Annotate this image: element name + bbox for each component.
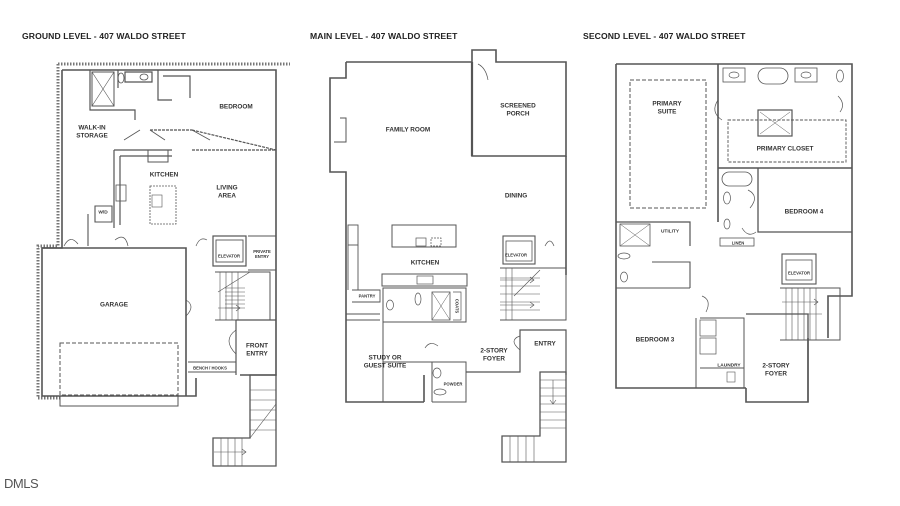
room-label-primary-suite: PRIMARY SUITE — [652, 100, 682, 116]
room-label-walk-in-storage: WALK-IN STORAGE — [76, 124, 108, 140]
room-label-front-entry: FRONT ENTRY — [245, 342, 269, 358]
room-label-living-area: LIVING AREA — [216, 184, 238, 200]
main-level-plan — [329, 49, 567, 463]
room-label-laundry: LAUNDRY — [717, 363, 741, 369]
room-label-elevator-main: ELEVATOR — [504, 252, 528, 258]
room-label-bedroom: BEDROOM — [219, 103, 253, 111]
second-level-title: SECOND LEVEL - 407 WALDO STREET — [583, 31, 746, 41]
ground-level-plan — [36, 62, 290, 467]
room-label-primary-closet: PRIMARY CLOSET — [756, 145, 814, 153]
room-label-entry: ENTRY — [534, 340, 556, 348]
room-label-2-story-foyer: 2-STORY FOYER — [480, 347, 508, 363]
second-level-plan — [615, 63, 853, 403]
room-label-kitchen-main: KITCHEN — [410, 259, 440, 267]
room-label-coats: COATS — [454, 298, 460, 314]
room-label-family-room: FAMILY ROOM — [385, 126, 431, 134]
room-label-kitchen: KITCHEN — [149, 171, 179, 179]
room-label-bench-hooks: BENCH / HOOKS — [193, 365, 227, 371]
room-label-powder: POWDER — [443, 381, 463, 387]
room-label-elevator-second: ELEVATOR — [787, 270, 811, 276]
room-label-wd: W/D — [98, 210, 108, 216]
room-label-elevator: ELEVATOR — [217, 253, 241, 259]
room-label-garage: GARAGE — [99, 301, 129, 309]
room-label-study-or-guest-suite: STUDY OR GUEST SUITE — [363, 354, 407, 370]
room-label-utility: UTILITY — [660, 229, 680, 235]
room-label-bedroom-3: BEDROOM 3 — [635, 336, 675, 344]
room-label-bedroom-4: BEDROOM 4 — [784, 208, 824, 216]
ground-level-title: GROUND LEVEL - 407 WALDO STREET — [22, 31, 186, 41]
room-label-pantry: PANTRY — [358, 293, 376, 299]
room-label-2-story-foyer-second: 2-STORY FOYER — [762, 362, 790, 378]
main-level-title: MAIN LEVEL - 407 WALDO STREET — [310, 31, 458, 41]
room-label-linen: LINEN — [731, 240, 745, 246]
room-label-dining: DINING — [504, 192, 528, 200]
dmls-watermark: DMLS — [4, 476, 39, 491]
room-label-screened-porch: SCREENED PORCH — [500, 102, 536, 118]
room-label-private-entry: PRIVATE ENTRY — [253, 249, 271, 259]
